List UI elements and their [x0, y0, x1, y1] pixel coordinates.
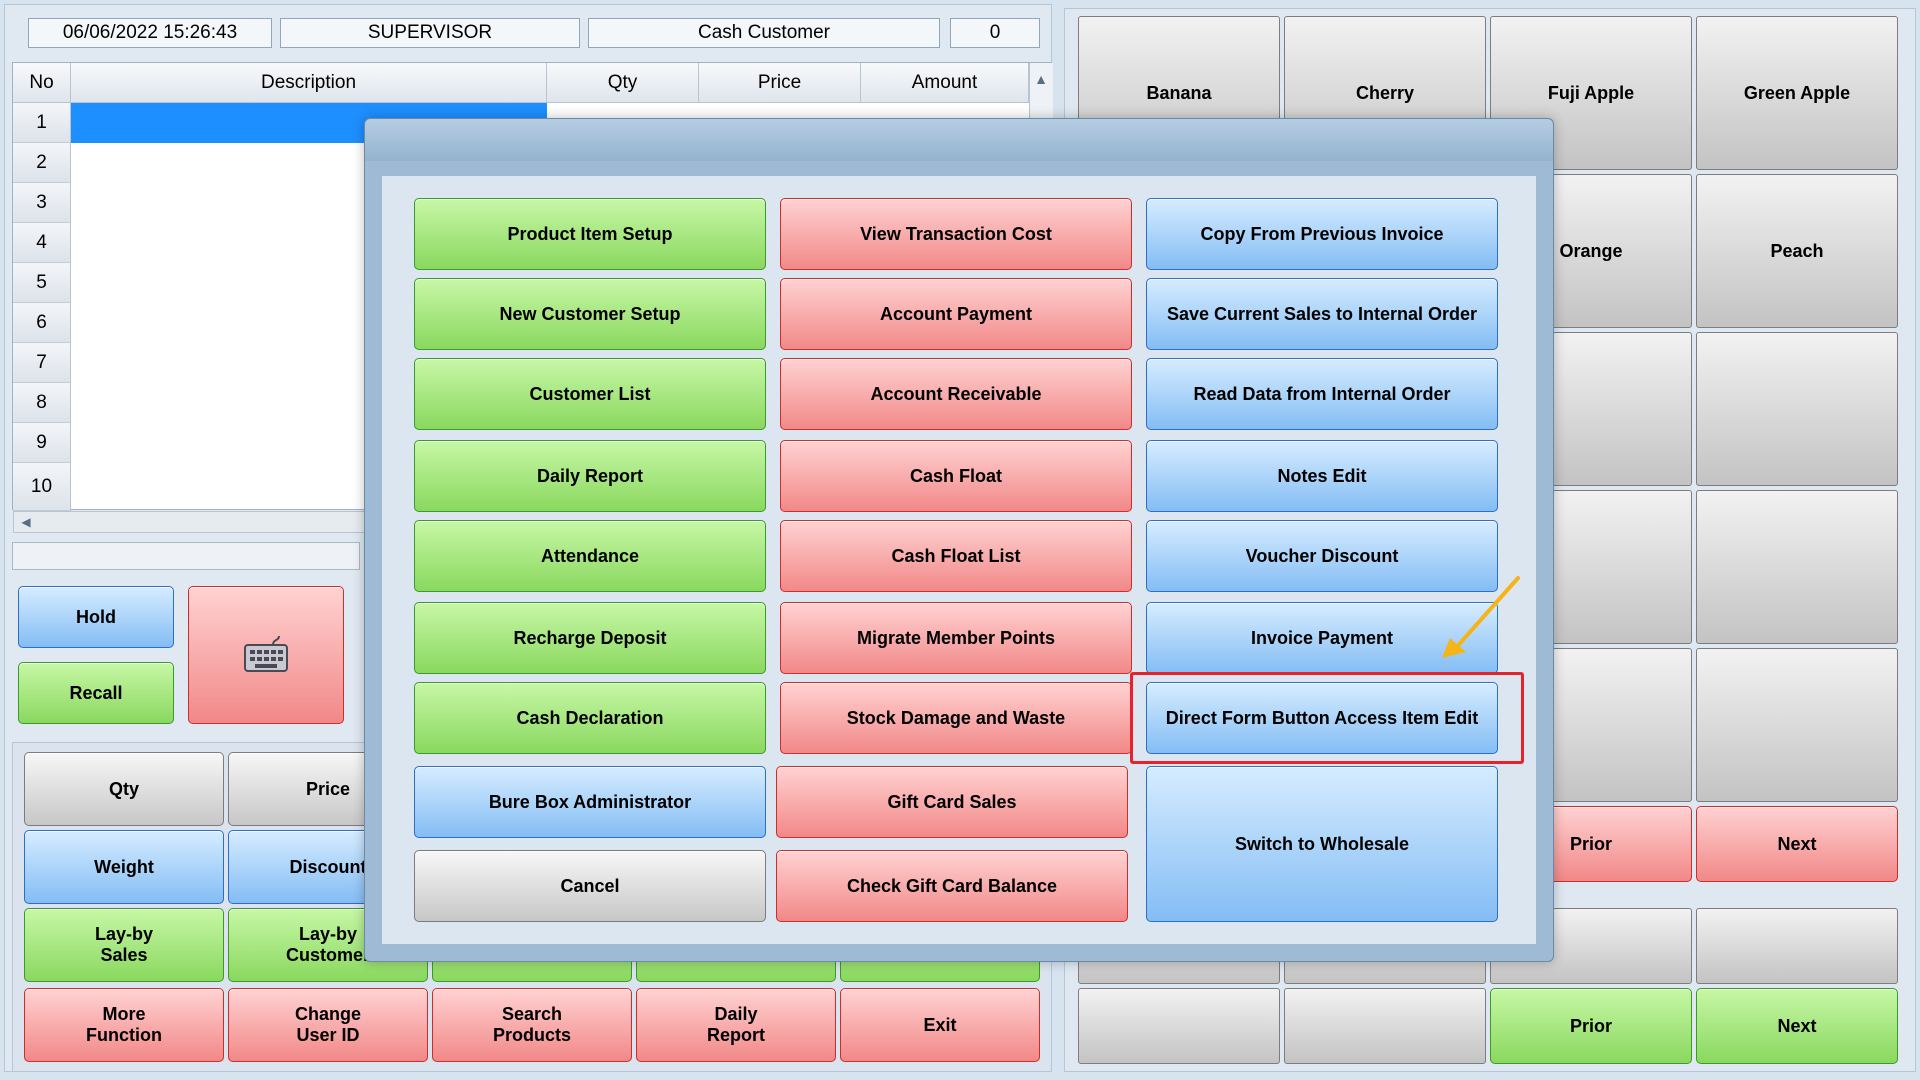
category-tile-empty[interactable]: [1284, 988, 1486, 1064]
search-products-button[interactable]: Search Products: [432, 988, 632, 1062]
cash-declaration-button[interactable]: Cash Declaration: [414, 682, 766, 754]
scroll-up-icon[interactable]: ▲: [1034, 71, 1048, 87]
category-next-button[interactable]: Next: [1696, 988, 1898, 1064]
cash-float-list-button[interactable]: Cash Float List: [780, 520, 1132, 592]
layby-sales-button[interactable]: Lay-by Sales: [24, 908, 224, 982]
scroll-left-icon[interactable]: ◀: [21, 515, 31, 529]
view-transaction-cost-button[interactable]: View Transaction Cost: [780, 198, 1132, 270]
invoice-payment-button[interactable]: Invoice Payment: [1146, 602, 1498, 674]
account-receivable-button[interactable]: Account Receivable: [780, 358, 1132, 430]
cash-float-button[interactable]: Cash Float: [780, 440, 1132, 512]
item-count-field: 0: [950, 18, 1040, 48]
product-next-button[interactable]: Next: [1696, 806, 1898, 882]
bure-box-administrator-button[interactable]: Bure Box Administrator: [414, 766, 766, 838]
product-tile-empty[interactable]: [1696, 332, 1898, 486]
account-payment-button[interactable]: Account Payment: [780, 278, 1132, 350]
table-row[interactable]: 3: [13, 183, 71, 223]
table-row[interactable]: 2: [13, 143, 71, 183]
more-function-button[interactable]: More Function: [24, 988, 224, 1062]
product-tile-green-apple[interactable]: Green Apple: [1696, 16, 1898, 170]
status-bar: [12, 542, 360, 570]
keyboard-button[interactable]: [188, 586, 344, 724]
hold-button[interactable]: Hold: [18, 586, 174, 648]
voucher-discount-button[interactable]: Voucher Discount: [1146, 520, 1498, 592]
check-gift-card-balance-button[interactable]: Check Gift Card Balance: [776, 850, 1128, 922]
product-tile-peach[interactable]: Peach: [1696, 174, 1898, 328]
customer-field[interactable]: Cash Customer: [588, 18, 940, 48]
direct-form-button-access-item-edit-button[interactable]: Direct Form Button Access Item Edit: [1146, 682, 1498, 754]
gift-card-sales-button[interactable]: Gift Card Sales: [776, 766, 1128, 838]
column-header-price: Price: [699, 63, 861, 103]
category-tile-empty[interactable]: [1078, 988, 1280, 1064]
change-user-button[interactable]: Change User ID: [228, 988, 428, 1062]
read-internal-order-button[interactable]: Read Data from Internal Order: [1146, 358, 1498, 430]
table-row[interactable]: 9: [13, 423, 71, 463]
table-row[interactable]: 6: [13, 303, 71, 343]
recall-button[interactable]: Recall: [18, 662, 174, 724]
column-header-no: No: [13, 63, 71, 103]
stock-damage-waste-button[interactable]: Stock Damage and Waste: [780, 682, 1132, 754]
column-header-amount: Amount: [861, 63, 1029, 103]
table-row[interactable]: 10: [13, 463, 71, 511]
category-prior-button[interactable]: Prior: [1490, 988, 1692, 1064]
copy-previous-invoice-button[interactable]: Copy From Previous Invoice: [1146, 198, 1498, 270]
product-tile-empty[interactable]: [1696, 490, 1898, 644]
keyboard-icon: [244, 635, 288, 672]
customer-list-button[interactable]: Customer List: [414, 358, 766, 430]
table-row[interactable]: 4: [13, 223, 71, 263]
product-tile-empty[interactable]: [1696, 648, 1898, 802]
user-field: SUPERVISOR: [280, 18, 580, 48]
recharge-deposit-button[interactable]: Recharge Deposit: [414, 602, 766, 674]
product-item-setup-button[interactable]: Product Item Setup: [414, 198, 766, 270]
pointer-arrow-icon: [1442, 576, 1520, 658]
save-sales-internal-order-button[interactable]: Save Current Sales to Internal Order: [1146, 278, 1498, 350]
notes-edit-button[interactable]: Notes Edit: [1146, 440, 1498, 512]
column-header-qty: Qty: [547, 63, 699, 103]
daily-report-dialog-button[interactable]: Daily Report: [414, 440, 766, 512]
dialog-title-bar[interactable]: [365, 119, 1553, 161]
table-row[interactable]: 5: [13, 263, 71, 303]
daily-report-button[interactable]: Daily Report: [636, 988, 836, 1062]
attendance-button[interactable]: Attendance: [414, 520, 766, 592]
table-row[interactable]: 8: [13, 383, 71, 423]
exit-button[interactable]: Exit: [840, 988, 1040, 1062]
qty-button[interactable]: Qty: [24, 752, 224, 826]
weight-button[interactable]: Weight: [24, 830, 224, 904]
table-row[interactable]: 7: [13, 343, 71, 383]
migrate-member-points-button[interactable]: Migrate Member Points: [780, 602, 1132, 674]
new-customer-setup-button[interactable]: New Customer Setup: [414, 278, 766, 350]
column-header-description: Description: [71, 63, 547, 103]
highlight-box: [1130, 672, 1524, 764]
category-tile-empty[interactable]: [1696, 908, 1898, 984]
switch-to-wholesale-button[interactable]: Switch to Wholesale: [1146, 766, 1498, 922]
cancel-button[interactable]: Cancel: [414, 850, 766, 922]
datetime-field: 06/06/2022 15:26:43: [28, 18, 272, 48]
table-row[interactable]: 1: [13, 103, 71, 143]
